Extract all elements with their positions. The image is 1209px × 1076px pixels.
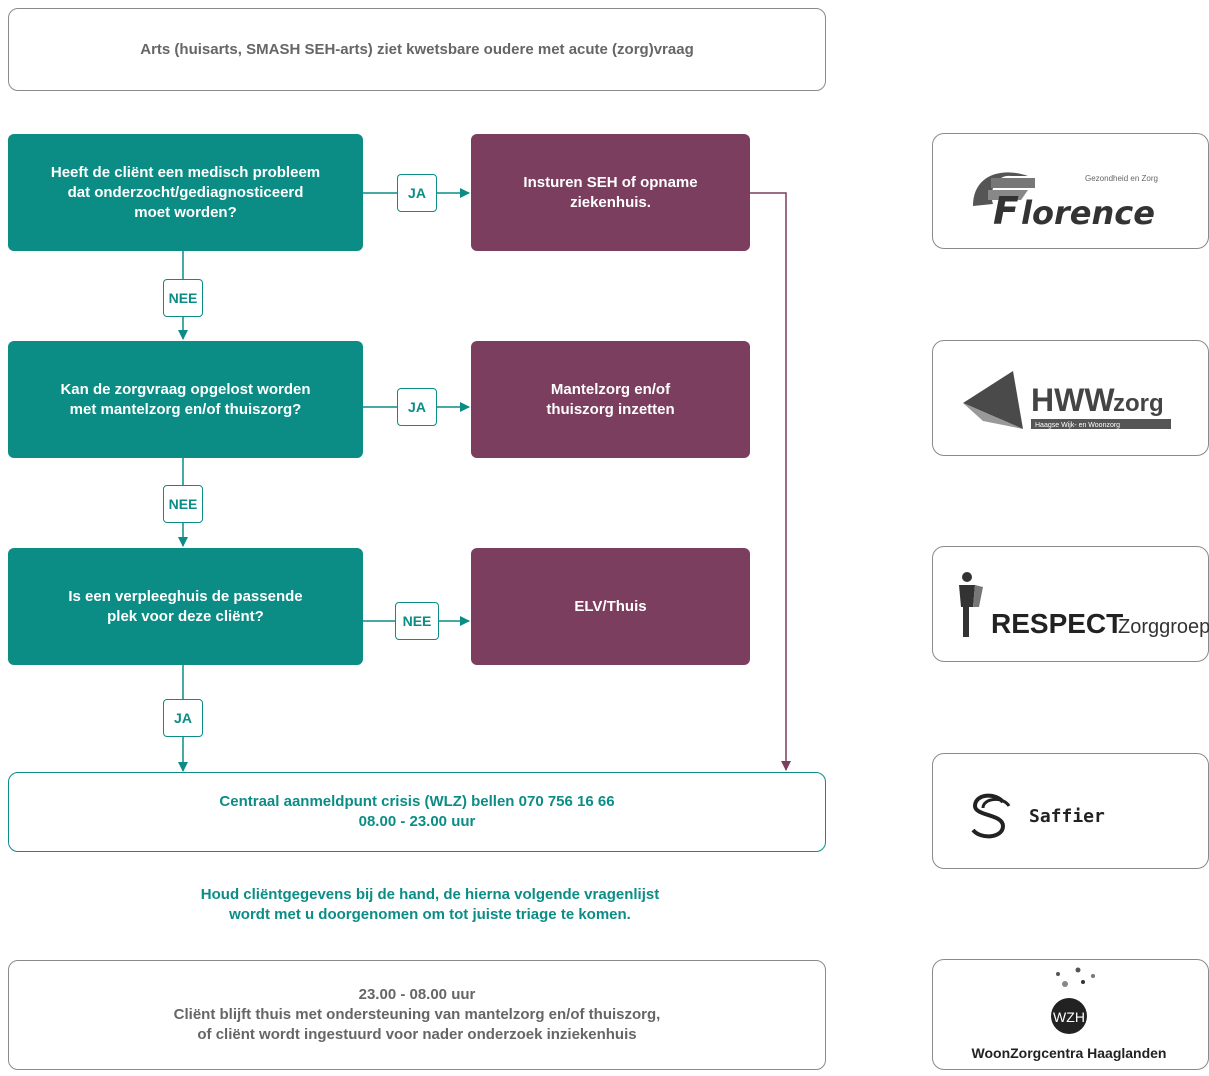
florence-logo: F lorence Gezondheid en Zorg — [973, 172, 1158, 233]
outcome-1-text: Insturen SEH of opname ziekenhuis. — [523, 173, 698, 211]
outcome-1-box: Insturen SEH of opname ziekenhuis. — [471, 134, 750, 251]
night-line-3: of cliënt wordt ingestuurd voor nader on… — [197, 1026, 637, 1043]
question-1-box: Heeft de cliënt een medisch probleem dat… — [8, 134, 363, 251]
side-label-1: JA — [397, 174, 437, 212]
outcome-2-text: Mantelzorg en/of thuiszorg inzetten — [546, 380, 675, 418]
side-label-3: NEE — [395, 602, 439, 640]
central-box: Centraal aanmeldpunt crisis (WLZ) bellen… — [8, 772, 826, 852]
respect-sub: Zorggroep — [1118, 616, 1209, 638]
start-box: Arts (huisarts, SMASH SEH-arts) ziet kwe… — [8, 8, 826, 91]
saffier-logo-card: Saffier — [932, 753, 1209, 869]
central-line-2: 08.00 - 23.00 uur — [358, 813, 476, 830]
wzh-name: WoonZorgcentra Haaglanden — [972, 1045, 1167, 1061]
hww-main: HWW — [1031, 382, 1115, 418]
question-3-box: Is een verpleeghuis de passende plek voo… — [8, 548, 363, 665]
respect-logo-card: RESPECT Zorggroep — [932, 546, 1209, 662]
respect-main: RESPECT — [991, 608, 1123, 639]
hww-logo: HWW zorg Haagse Wijk- en Woonzorg — [963, 371, 1171, 429]
night-box: 23.00 - 08.00 uur Cliënt blijft thuis me… — [8, 960, 826, 1070]
florence-logo-card: F lorence Gezondheid en Zorg — [932, 133, 1209, 249]
saffier-logo: Saffier — [971, 793, 1105, 839]
down-label-2: NEE — [163, 485, 203, 523]
wzh-badge: WZH — [1053, 1009, 1085, 1025]
question-1-text: Heeft de cliënt een medisch probleem dat… — [50, 163, 321, 221]
outcome-3-text: ELV/Thuis — [574, 597, 647, 615]
respect-logo: RESPECT Zorggroep — [959, 572, 1209, 639]
outcome-3-box: ELV/Thuis — [471, 548, 750, 665]
saffier-main: Saffier — [1029, 806, 1105, 827]
florence-f: F — [993, 189, 1019, 233]
hww-logo-card: HWW zorg Haagse Wijk- en Woonzorg — [932, 340, 1209, 456]
start-text: Arts (huisarts, SMASH SEH-arts) ziet kwe… — [140, 40, 694, 58]
central-line-1: Centraal aanmeldpunt crisis (WLZ) bellen… — [219, 793, 615, 810]
outcome-2-box: Mantelzorg en/of thuiszorg inzetten — [471, 341, 750, 458]
florence-small: Gezondheid en Zorg — [1085, 174, 1158, 183]
florence-main: lorence — [1021, 194, 1155, 232]
down-label-1: NEE — [163, 279, 203, 317]
hww-sub: zorg — [1113, 390, 1164, 417]
arrow-seh-to-central — [750, 192, 791, 771]
wzh-logo-card: WZH WoonZorgcentra Haaglanden — [932, 959, 1209, 1070]
night-line-1: 23.00 - 08.00 uur — [358, 986, 476, 1003]
night-line-2: Cliënt blijft thuis met ondersteuning va… — [173, 1006, 661, 1023]
question-3-text: Is een verpleeghuis de passende plek voo… — [68, 587, 303, 625]
wzh-logo: WZH WoonZorgcentra Haaglanden — [972, 967, 1167, 1061]
side-label-2: JA — [397, 388, 437, 426]
note-text: Houd cliëntgegevens bij de hand, de hier… — [200, 886, 660, 923]
question-2-text: Kan de zorgvraag opgelost worden met man… — [60, 380, 311, 418]
question-2-box: Kan de zorgvraag opgelost worden met man… — [8, 341, 363, 458]
hww-tagline: Haagse Wijk- en Woonzorg — [1035, 422, 1120, 429]
down-label-3: JA — [163, 699, 203, 737]
